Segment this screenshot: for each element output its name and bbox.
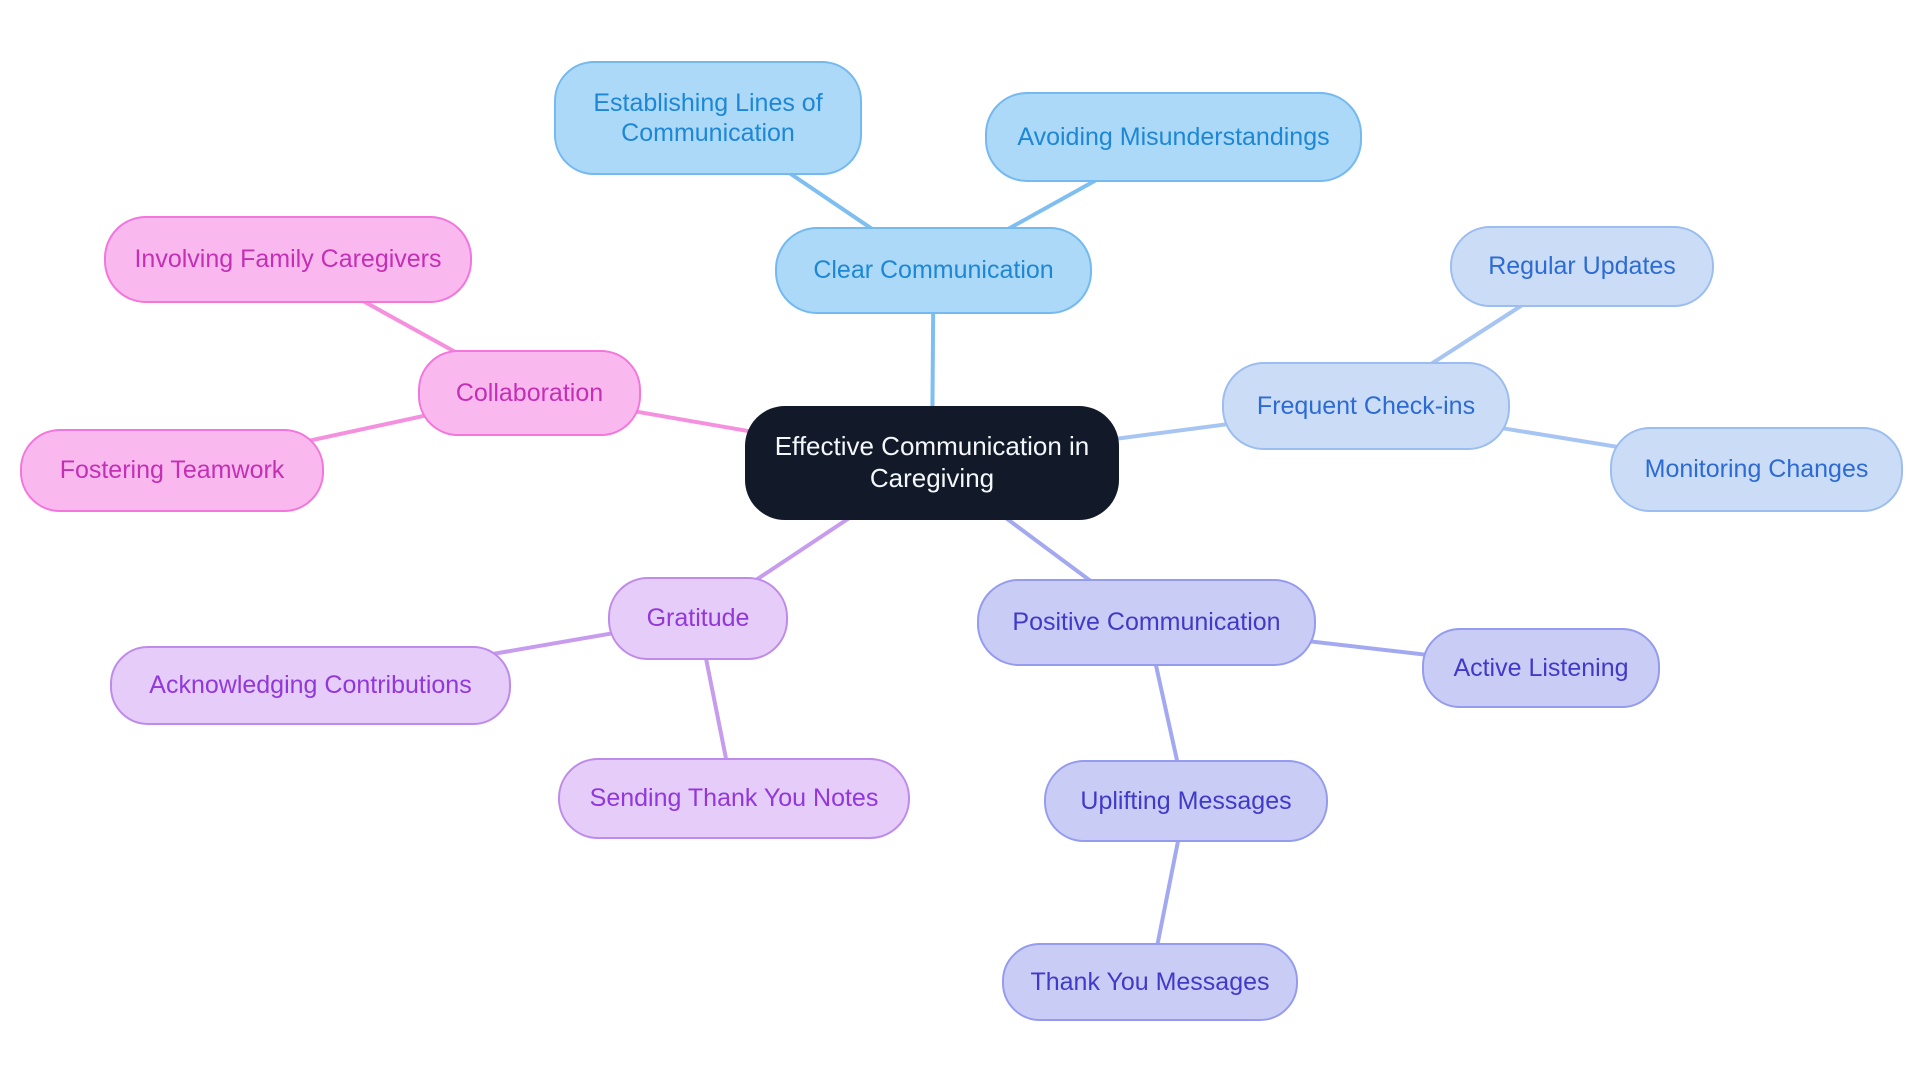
node-regular-updates[interactable]: Regular Updates [1450,226,1714,307]
node-sending-thank-you-notes[interactable]: Sending Thank You Notes [558,758,910,839]
node-fostering-teamwork[interactable]: Fostering Teamwork [20,429,324,512]
node-thank-you-messages[interactable]: Thank You Messages [1002,943,1298,1021]
node-uplifting-messages[interactable]: Uplifting Messages [1044,760,1328,842]
node-gratitude[interactable]: Gratitude [608,577,788,660]
node-establishing-lines[interactable]: Establishing Lines of Communication [554,61,862,175]
node-frequent-check-ins[interactable]: Frequent Check-ins [1222,362,1510,450]
node-avoiding-misunderstandings[interactable]: Avoiding Misunderstandings [985,92,1362,182]
node-collaboration[interactable]: Collaboration [418,350,641,436]
node-acknowledging-contributions[interactable]: Acknowledging Contributions [110,646,511,725]
node-clear-communication[interactable]: Clear Communication [775,227,1092,314]
node-center[interactable]: Effective Communication in Caregiving [745,406,1119,520]
node-positive-communication[interactable]: Positive Communication [977,579,1316,666]
node-active-listening[interactable]: Active Listening [1422,628,1660,708]
node-monitoring-changes[interactable]: Monitoring Changes [1610,427,1903,512]
node-involving-family-caregivers[interactable]: Involving Family Caregivers [104,216,472,303]
